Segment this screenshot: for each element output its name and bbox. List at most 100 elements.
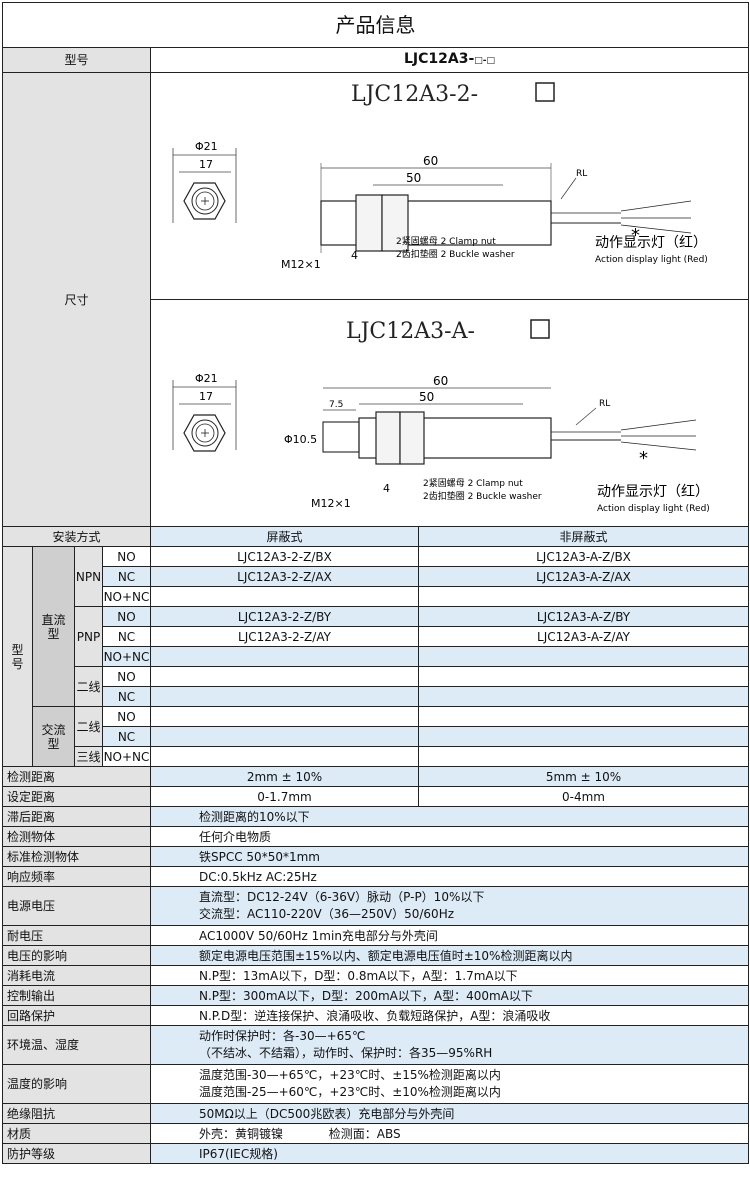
npn-no-unshielded: LJC12A3-A-Z/BX	[417, 546, 750, 567]
spec-label: 绝缘阻抗	[2, 1103, 151, 1124]
drawing-shielded: LJC12A3-2- Φ21 17 60 50	[149, 72, 750, 300]
install-unshielded: 非屏蔽式	[417, 526, 750, 547]
pnp-nonc: NO+NC	[102, 646, 151, 667]
matrix-dc-2wire-label: 二线	[74, 666, 103, 707]
title-box	[530, 319, 550, 339]
spec-shielded: 0-1.7mm	[150, 786, 419, 807]
thread-label: M12×1	[281, 258, 321, 271]
clamp-nut-1	[355, 194, 383, 252]
spec-label: 电压的影响	[2, 945, 151, 966]
spec-value: 50MΩ以上（DC500兆欧表）充电部分与外壳间	[149, 1103, 750, 1124]
clamp-nut-2	[381, 194, 409, 252]
spec-value: 任何介电物质	[149, 826, 750, 847]
spec-value: N.P.D型：逆连接保护、浪涌吸收、负载短路保护，A型：浪涌吸收	[149, 1005, 750, 1026]
nut-width: 4	[383, 482, 390, 495]
drawing-shielded-svg: LJC12A3-2- Φ21 17 60 50	[172, 82, 708, 271]
dim-inner: 17	[199, 158, 213, 171]
pnp-nc-unshielded: LJC12A3-A-Z/AY	[417, 626, 750, 647]
dc2-no-shielded	[150, 666, 419, 687]
spec-label: 控制输出	[2, 985, 151, 1006]
ac3-nonc-shielded	[150, 746, 419, 767]
install-shielded: 屏蔽式	[150, 526, 419, 547]
spec-label: 响应频率	[2, 866, 151, 887]
ac2-nc-unshielded	[417, 726, 750, 747]
dim-inner: 17	[199, 390, 213, 403]
npn-no: NO	[102, 546, 151, 567]
pnp-no-shielded: LJC12A3-2-Z/BY	[150, 606, 419, 627]
dc2-nc-unshielded	[417, 686, 750, 707]
nut-width: 4	[351, 249, 358, 262]
clamp-nut-label: 2紧固螺母 2 Clamp nut	[423, 478, 523, 489]
spec-value: 额定电源电压范围±15%以内、额定电源电压值时±10%检测距离以内	[149, 945, 750, 966]
spec-label: 回路保护	[2, 1005, 151, 1026]
ac3-nonc: NO+NC	[102, 746, 151, 767]
ac2-nc-shielded	[150, 726, 419, 747]
ac3-nonc-unshielded	[417, 746, 750, 767]
dim-outer: Φ21	[195, 140, 218, 153]
dim-total: 60	[423, 154, 438, 168]
matrix-npn-label: NPN	[74, 546, 103, 607]
light-en: Action display light (Red)	[595, 255, 708, 265]
buckle-washer-label: 2齿扣垫圈 2 Buckle washer	[423, 490, 542, 502]
ac2-nc: NC	[102, 726, 151, 747]
spec-value: DC:0.5kHz AC:25Hz	[149, 866, 750, 887]
spec-label: 耐电压	[2, 925, 151, 946]
dim-body: 50	[419, 390, 434, 404]
clamp-nut-2	[399, 411, 425, 465]
buckle-washer-label: 2齿扣垫圈 2 Buckle washer	[396, 248, 515, 260]
spec-value: 直流型：DC12-24V（6-36V）脉动（P-P）10%以下交流型：AC110…	[149, 886, 750, 926]
spec-value: 外壳：黄铜镀镍 检测面：ABS	[149, 1123, 750, 1144]
pnp-nonc-shielded	[150, 646, 419, 667]
spec-value: N.P型：300mA以下，D型：200mA以下，A型：400mA以下	[149, 985, 750, 1006]
pnp-no-unshielded: LJC12A3-A-Z/BY	[417, 606, 750, 627]
model-value: LJC12A3-□-□	[149, 47, 750, 73]
matrix-ac-2wire-label: 二线	[74, 706, 103, 747]
install-label: 安装方式	[2, 526, 151, 547]
dc2-nc: NC	[102, 686, 151, 707]
spec-value: N.P型：13mA以下，D型：0.8mA以下，A型：1.7mA以下	[149, 965, 750, 986]
dc2-nc-shielded	[150, 686, 419, 707]
page-title: 产品信息	[1, 2, 750, 48]
light-en: Action display light (Red)	[597, 504, 710, 514]
spec-shielded: 2mm ± 10%	[150, 766, 419, 787]
drawing-title: LJC12A3-2-	[351, 82, 478, 107]
spec-value: 检测距离的10%以下	[149, 806, 750, 827]
spec-label: 防护等级	[2, 1143, 151, 1164]
ac2-no: NO	[102, 706, 151, 727]
spec-value: AC1000V 50/60Hz 1min充电部分与外壳间	[149, 925, 750, 946]
spec-label: 检测距离	[2, 766, 151, 787]
spec-label: 滞后距离	[2, 806, 151, 827]
spec-label: 检测物体	[2, 826, 151, 847]
spec-unshielded: 5mm ± 10%	[417, 766, 750, 787]
dim-total: 60	[433, 374, 448, 388]
spec-label: 材质	[2, 1123, 151, 1144]
drawing-title: LJC12A3-A-	[346, 319, 475, 344]
rl-label: RL	[599, 399, 610, 409]
sensor-head	[322, 421, 360, 453]
spec-label: 电源电压	[2, 886, 151, 926]
spec-label: 标准检测物体	[2, 846, 151, 867]
npn-nc-shielded: LJC12A3-2-Z/AX	[150, 566, 419, 587]
spec-label: 环境温、湿度	[2, 1025, 151, 1065]
spec-value: IP67(IEC规格)	[149, 1143, 750, 1164]
spec-value-line: （不结冰、不结霜），动作时、保护时：各35—95%RH	[199, 1046, 493, 1060]
npn-nc: NC	[102, 566, 151, 587]
npn-nonc-unshielded	[417, 586, 750, 607]
matrix-pnp-label: PNP	[74, 606, 103, 667]
thread-label: M12×1	[311, 497, 351, 510]
dim-outer: Φ21	[195, 372, 218, 385]
spec-value-line: 动作时保护时：各-30—+65℃	[199, 1029, 366, 1043]
npn-nonc-shielded	[150, 586, 419, 607]
pnp-nc: NC	[102, 626, 151, 647]
pnp-nonc-unshielded	[417, 646, 750, 667]
spec-unshielded: 0-4mm	[417, 786, 750, 807]
matrix-ac-3wire-label: 三线	[74, 746, 103, 767]
npn-no-shielded: LJC12A3-2-Z/BX	[150, 546, 419, 567]
npn-nc-unshielded: LJC12A3-A-Z/AX	[417, 566, 750, 587]
sensor-body	[358, 417, 552, 459]
model-value-text: LJC12A3-	[404, 51, 475, 67]
dim-head-dia: Φ10.5	[284, 433, 317, 446]
spec-value-line: 温度范围-30—+65℃，+23℃时、±15%检测距离以内	[199, 1068, 501, 1082]
